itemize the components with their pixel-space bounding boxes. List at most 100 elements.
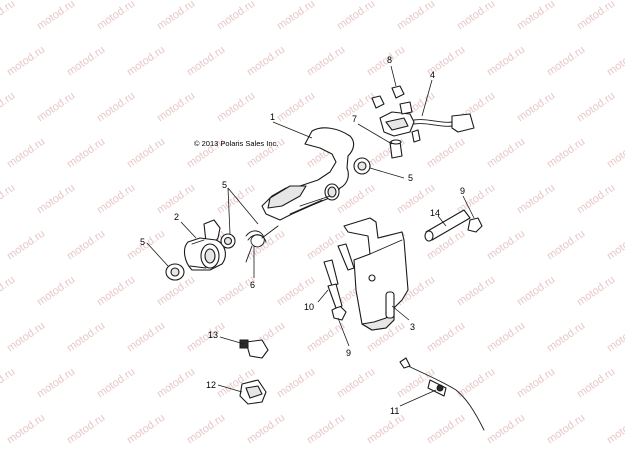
part-5-bushing-b (220, 233, 236, 249)
watermark-text: motod.ru (575, 182, 617, 217)
watermark-text: motod.ru (425, 136, 467, 171)
watermark-text: motod.ru (605, 412, 625, 447)
callout-6: 6 (250, 280, 255, 290)
part-10-bolts (323, 243, 355, 309)
watermark-text: motod.ru (605, 228, 625, 263)
watermark-text: motod.ru (65, 44, 107, 79)
watermark-text: motod.ru (425, 412, 467, 447)
watermark-text: motod.ru (545, 228, 587, 263)
callout-5-center: 5 (222, 180, 227, 190)
watermark-text: motod.ru (65, 412, 107, 447)
watermark-text: motod.ru (5, 136, 47, 171)
watermark-text: motod.ru (605, 320, 625, 355)
watermark-text: motod.ru (65, 228, 107, 263)
callout-11: 11 (390, 406, 399, 416)
watermark-text: motod.ru (35, 182, 77, 217)
watermark-text: motod.ru (155, 0, 197, 32)
watermark-text: motod.ru (575, 0, 617, 32)
watermark-text: motod.ru (125, 136, 167, 171)
watermark-text: motod.ru (95, 0, 137, 32)
watermark-text: motod.ru (515, 366, 557, 401)
watermark-text: motod.ru (215, 274, 257, 309)
callout-7: 7 (352, 114, 357, 124)
watermark-text: motod.ru (605, 44, 625, 79)
watermark-text: motod.ru (215, 90, 257, 125)
watermark-text: motod.ru (455, 274, 497, 309)
callouts: 1 2 3 4 5 5 5 6 7 8 9 9 10 11 12 13 14 (140, 55, 465, 416)
watermark-text: motod.ru (245, 228, 287, 263)
part-7-plug (389, 139, 403, 159)
part-5-bushing-c (353, 157, 371, 175)
watermark-text: motod.ru (95, 366, 137, 401)
watermark-text: motod.ru (155, 90, 197, 125)
watermark-layer: motod.ru motod.ru motod.ru motod.ru motod.ru… (0, 0, 625, 446)
part-6-spring (245, 225, 279, 263)
watermark-text: motod.ru (305, 412, 347, 447)
callout-9-bottom: 9 (346, 348, 351, 358)
watermark-text: motod.ru (485, 412, 527, 447)
watermark-text: motod.ru (515, 90, 557, 125)
part-13-clip (239, 339, 269, 359)
part-11-cable (399, 357, 485, 431)
watermark-text: motod.ru (0, 366, 17, 401)
watermark-text: motod.ru (485, 44, 527, 79)
callout-10: 10 (304, 302, 314, 312)
watermark-text: motod.ru (425, 320, 467, 355)
callout-3: 3 (410, 322, 415, 332)
callout-2: 2 (174, 212, 179, 222)
watermark-text: motod.ru (95, 274, 137, 309)
watermark-text: motod.ru (545, 44, 587, 79)
watermark-text: motod.ru (545, 136, 587, 171)
watermark-text: motod.ru (185, 44, 227, 79)
watermark-text: motod.ru (335, 366, 377, 401)
watermark-text: motod.ru (125, 228, 167, 263)
callout-5-right: 5 (408, 173, 413, 183)
watermark-text: motod.ru (275, 90, 317, 125)
watermark-text: motod.ru (575, 274, 617, 309)
watermark-text: motod.ru (5, 228, 47, 263)
watermark-text: motod.ru (245, 412, 287, 447)
watermark-text: motod.ru (395, 0, 437, 32)
watermark-text: motod.ru (0, 90, 17, 125)
watermark-text: motod.ru (245, 44, 287, 79)
watermark-text: motod.ru (125, 320, 167, 355)
watermark-text: motod.ru (95, 90, 137, 125)
copyright-text: © 2013 Polaris Sales Inc. (194, 139, 278, 148)
watermark-text: motod.ru (35, 90, 77, 125)
callout-1: 1 (270, 112, 275, 122)
watermark-text: motod.ru (35, 274, 77, 309)
part-9-nut-a (467, 217, 483, 233)
callout-4: 4 (430, 70, 435, 80)
watermark-text: motod.ru (275, 366, 317, 401)
callout-8: 8 (387, 55, 392, 65)
watermark-text: motod.ru (65, 320, 107, 355)
watermark-text: motod.ru (185, 412, 227, 447)
watermark-text: motod.ru (35, 0, 77, 32)
part-1-bracket (261, 127, 355, 221)
part-4-switch-harness (379, 101, 475, 137)
watermark-text: motod.ru (515, 274, 557, 309)
watermark-text: motod.ru (5, 44, 47, 79)
watermark-text: motod.ru (35, 366, 77, 401)
watermark-text: motod.ru (485, 136, 527, 171)
watermark-text: motod.ru (545, 320, 587, 355)
callout-12: 12 (206, 380, 216, 390)
watermark-text: motod.ru (335, 0, 377, 32)
part-3-lower-bracket (343, 217, 409, 331)
watermark-text: motod.ru (515, 0, 557, 32)
leader-lines (146, 65, 475, 407)
watermark-text: motod.ru (515, 182, 557, 217)
watermark-text: motod.ru (0, 0, 17, 32)
watermark-text: motod.ru (485, 320, 527, 355)
watermark-text: motod.ru (575, 366, 617, 401)
watermark-text: motod.ru (545, 412, 587, 447)
watermark-text: motod.ru (485, 228, 527, 263)
watermark-text: motod.ru (155, 366, 197, 401)
watermark-text: motod.ru (0, 274, 17, 309)
watermark-text: motod.ru (5, 320, 47, 355)
part-8-clips (371, 85, 421, 143)
watermark-text: motod.ru (455, 0, 497, 32)
watermark-text: motod.ru (305, 44, 347, 79)
